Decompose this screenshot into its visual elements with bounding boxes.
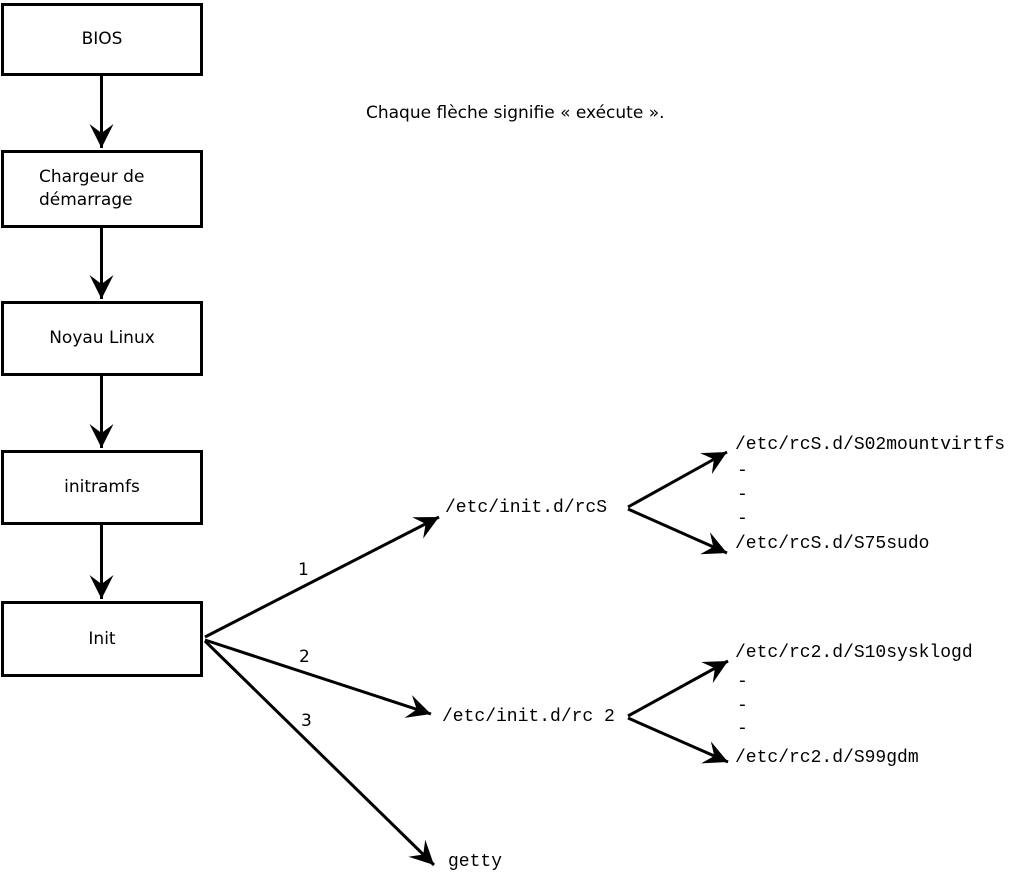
arrow-init-to-getty: [203, 639, 436, 867]
box-initramfs-label: initramfs: [64, 477, 140, 498]
script-rcs-s02mountvirtfs: /etc/rcS.d/S02mountvirtfs: [735, 435, 1006, 455]
box-linux-kernel: Noyau Linux: [1, 301, 203, 376]
ellipsis-dash: -: [737, 672, 748, 692]
ellipsis-dash: -: [737, 509, 748, 529]
script-getty: getty: [448, 852, 503, 872]
box-boot-loader-label: Chargeur de démarrage: [39, 167, 145, 210]
branch-number-3: 3: [301, 711, 312, 731]
ellipsis-dash: -: [737, 461, 748, 481]
ellipsis-dash: -: [737, 719, 748, 739]
box-initramfs: initramfs: [1, 450, 203, 525]
branch-number-1: 1: [298, 560, 309, 580]
box-boot-loader: Chargeur de démarrage: [1, 150, 203, 228]
script-rcs-s75sudo: /etc/rcS.d/S75sudo: [735, 534, 930, 554]
arrow-rc2-to-s10sysklogd: [627, 659, 729, 718]
box-bios-label: BIOS: [81, 29, 123, 50]
branch-number-2: 2: [299, 647, 310, 667]
arrow-init-to-rc2: [204, 638, 432, 718]
box-bios: BIOS: [1, 3, 203, 76]
script-init-d-rc2: /etc/init.d/rc 2: [442, 707, 615, 727]
arrow-init-to-rcs: [204, 515, 440, 639]
legend-note: Chaque flèche signifie « exécute ».: [366, 103, 665, 123]
ellipsis-dash: -: [737, 696, 748, 716]
arrow-rcs-to-s75sudo: [627, 507, 728, 555]
box-init-label: Init: [88, 628, 116, 649]
box-init: Init: [1, 601, 203, 677]
script-init-d-rcs: /etc/init.d/rcS: [445, 498, 608, 518]
script-rc2-s99gdm: /etc/rc2.d/S99gdm: [735, 748, 919, 768]
arrow-rcs-to-s02mountvirtfs: [627, 450, 728, 509]
ellipsis-dash: -: [737, 485, 748, 505]
arrow-rc2-to-s99gdm: [627, 716, 729, 764]
box-linux-kernel-label: Noyau Linux: [49, 328, 155, 349]
script-rc2-s10sysklogd: /etc/rc2.d/S10sysklogd: [735, 643, 973, 663]
